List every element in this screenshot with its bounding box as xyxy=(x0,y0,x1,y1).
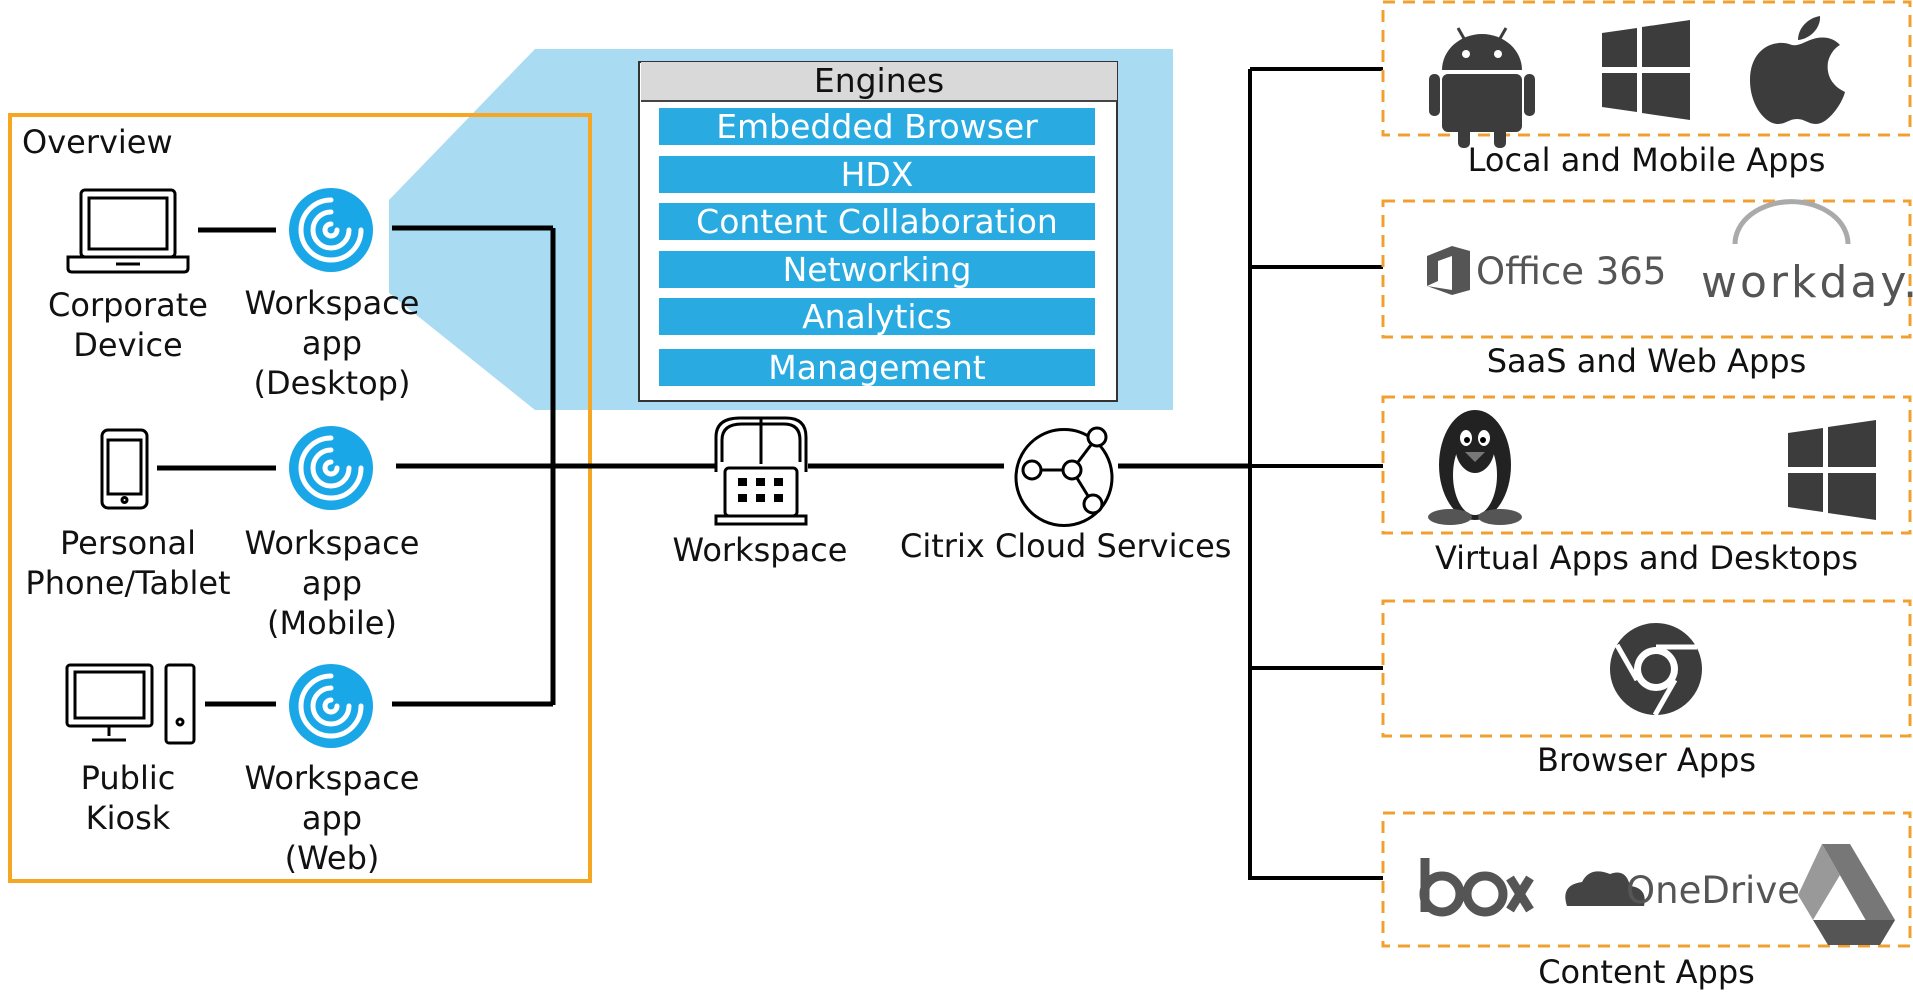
workspace-app-icon xyxy=(289,426,373,510)
google-drive-icon xyxy=(1798,844,1895,945)
overview-frame xyxy=(8,113,592,883)
windows-icon xyxy=(1788,420,1876,520)
overview-title: Overview xyxy=(22,123,173,161)
engine-embedded-browser: Embedded Browser xyxy=(659,108,1095,145)
desktop-tower-icon xyxy=(65,663,196,745)
group-label-saas-web: SaaS and Web Apps xyxy=(1486,342,1807,380)
laptop-icon xyxy=(66,188,190,274)
workday-arc xyxy=(1732,199,1851,245)
office365-logo-text: Office 365 xyxy=(1476,250,1667,293)
citrix-cloud-services-label: Citrix Cloud Services xyxy=(900,527,1232,565)
linux-tux-icon xyxy=(1428,410,1522,525)
engine-analytics: Analytics xyxy=(659,298,1095,335)
group-label-content: Content Apps xyxy=(1538,953,1755,991)
engine-management: Management xyxy=(659,349,1095,386)
workspace-app-label-web: Workspace app (Web) xyxy=(244,759,420,877)
apple-icon xyxy=(1750,16,1845,124)
workspace-label: Workspace xyxy=(672,531,848,569)
workspace-icon xyxy=(714,416,808,526)
office365-icon xyxy=(1427,246,1470,295)
box-logo xyxy=(1419,858,1534,917)
android-icon xyxy=(1429,27,1535,148)
engine-content-collaboration: Content Collaboration xyxy=(659,203,1095,240)
workspace-app-icon xyxy=(289,664,373,748)
onedrive-icon xyxy=(1565,871,1645,906)
engines-title: Engines xyxy=(641,62,1117,102)
endpoint-connectors xyxy=(157,225,1250,707)
group-label-virtual: Virtual Apps and Desktops xyxy=(1434,539,1859,577)
workday-logo-text: workday. xyxy=(1701,257,1913,308)
group-label-browser: Browser Apps xyxy=(1536,741,1757,779)
onedrive-logo-text: OneDrive xyxy=(1626,869,1800,912)
phone-icon xyxy=(100,428,149,510)
app-connectors xyxy=(1248,67,1383,880)
app-group-frames xyxy=(1381,0,1912,948)
windows-icon xyxy=(1602,20,1690,120)
engine-networking: Networking xyxy=(659,251,1095,288)
group-label-local-mobile: Local and Mobile Apps xyxy=(1467,141,1826,179)
workspace-app-icon xyxy=(289,188,373,272)
device-label-personal: Personal Phone/Tablet xyxy=(25,524,231,602)
workspace-app-label-desktop: Workspace app (Desktop) xyxy=(244,284,420,402)
cloud-services-icon xyxy=(1014,426,1114,527)
chrome-icon xyxy=(1610,623,1702,717)
device-label-kiosk: Public Kiosk xyxy=(80,759,176,837)
device-label-corporate: Corporate Device xyxy=(48,286,208,364)
workspace-app-label-mobile: Workspace app (Mobile) xyxy=(244,524,420,642)
engine-hdx: HDX xyxy=(659,156,1095,193)
